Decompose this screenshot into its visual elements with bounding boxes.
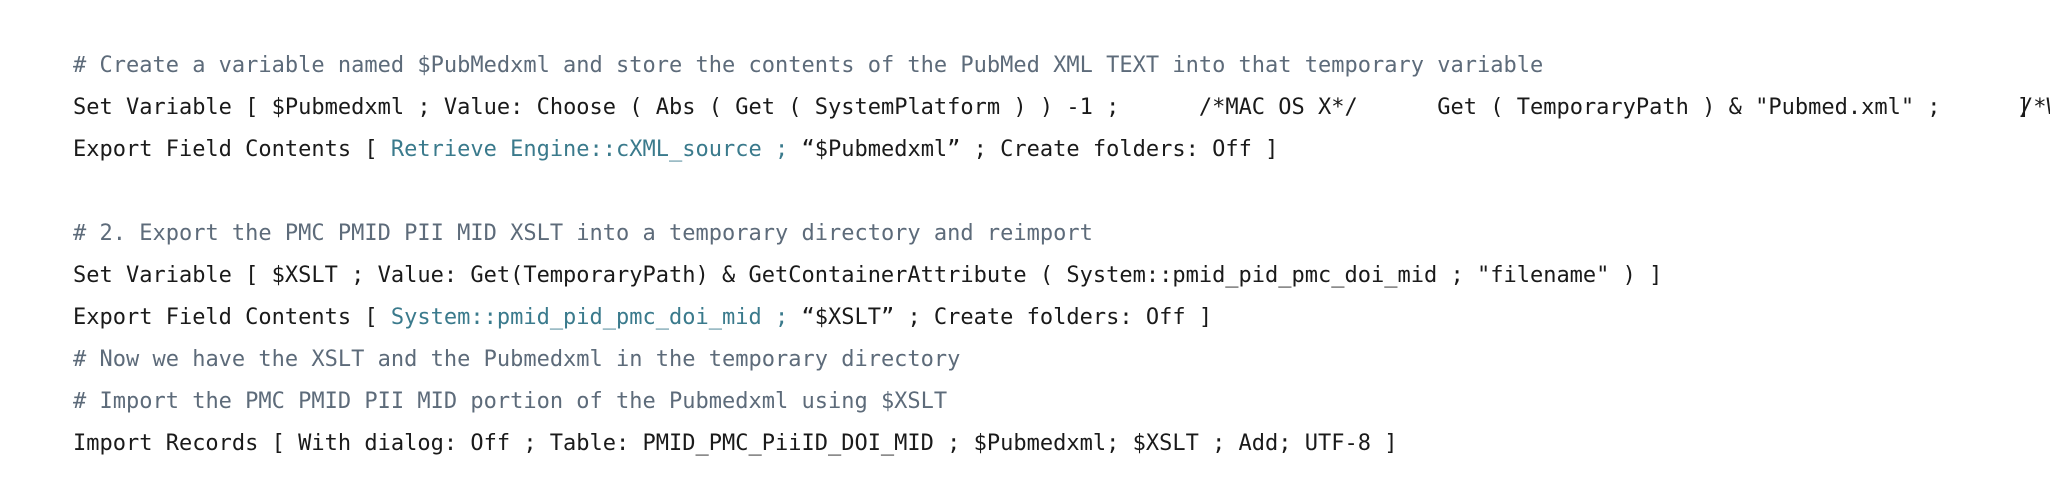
script-step-import-records[interactable]: Import Records [ With dialog: Off ; Tabl… [20,396,1398,456]
field-reference: System::pmid_pid_pmc_doi_mid ; [390,305,802,330]
comment-hash: # [72,53,87,78]
script-step-comment[interactable]: # Import the PMC PMID PII MID portion of… [20,354,947,414]
step-text: Set Variable [ $XSLT ; Value: Get(Tempor… [72,263,1663,288]
step-text: “$Pubmedxml” ; Create folders: Off ] [801,137,1279,162]
step-keyword: Export Field Contents [ [72,305,391,330]
comment-text: 2. Export the PMC PMID PII MID XSLT into… [86,221,1093,246]
step-text: “$XSLT” ; Create folders: Off ] [801,305,1213,330]
script-step-comment[interactable]: # Create a variable named $PubMedxml and… [20,18,1543,78]
step-keyword: Set Variable [ [72,95,272,120]
comment-hash: # [72,221,87,246]
script-step-set-variable[interactable]: Set Variable [ $Pubmedxml ; Value: Choos… [20,60,2050,120]
comment-text: Create a variable named $PubMedxml and s… [86,53,1544,78]
field-reference: Retrieve Engine::cXML_source ; [390,137,802,162]
comment-text: Import the PMC PMID PII MID portion of t… [86,389,948,414]
step-text: $Pubmedxml ; Value: Choose ( Abs ( Get (… [271,95,2050,120]
comment-text: Now we have the XSLT and the Pubmedxml i… [86,347,961,372]
step-close-bracket: ] [2003,95,2030,120]
comment-hash: # [72,389,87,414]
script-editor: # Create a variable named $PubMedxml and… [20,18,2050,456]
comment-hash: # [72,347,87,372]
script-step-set-variable[interactable]: Set Variable [ $XSLT ; Value: Get(Tempor… [20,228,1662,288]
step-keyword: Export Field Contents [ [72,137,391,162]
script-step-comment[interactable]: # 2. Export the PMC PMID PII MID XSLT in… [20,186,1093,246]
script-step-comment[interactable]: # Now we have the XSLT and the Pubmedxml… [20,312,960,372]
script-step-export-field-contents[interactable]: Export Field Contents [ System::pmid_pid… [20,270,1212,330]
script-step-export-field-contents[interactable]: Export Field Contents [ Retrieve Engine:… [20,102,1278,162]
